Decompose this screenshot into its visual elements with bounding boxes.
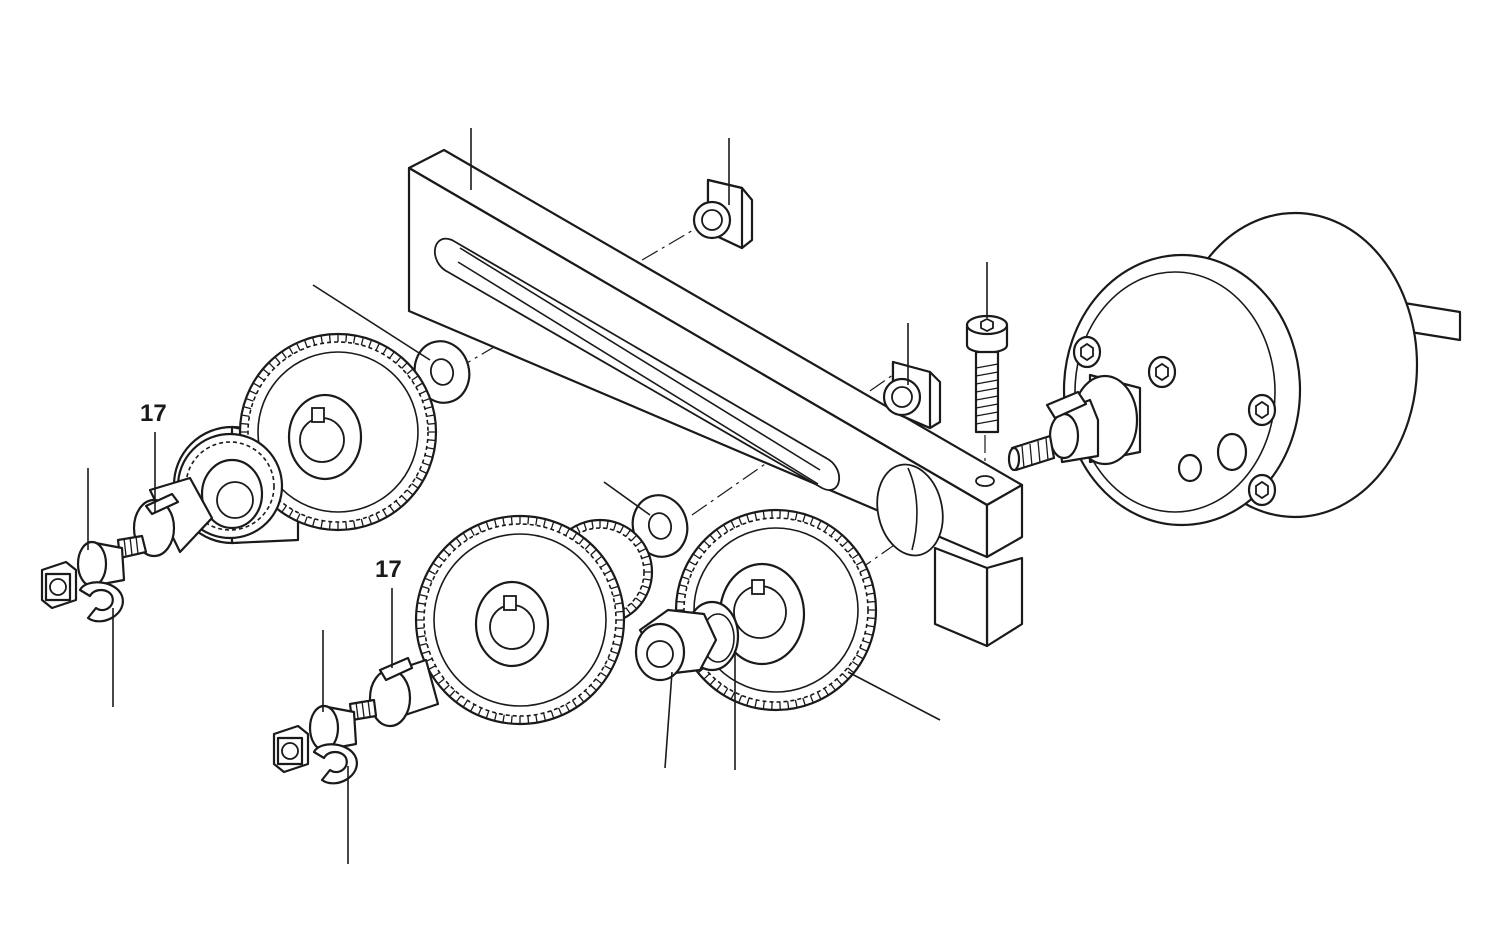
square-nut-middle	[882, 360, 942, 430]
large-gear-lower	[414, 514, 626, 726]
callout-17-upper: 17	[140, 400, 167, 427]
square-nut-upper	[692, 178, 754, 250]
socket-cap-screw	[965, 314, 1009, 434]
hex-nut	[634, 608, 718, 682]
motor-hub	[1007, 211, 1462, 527]
stud-assembly-upper	[40, 476, 214, 623]
washer-lower	[631, 494, 689, 558]
washer-upper	[413, 340, 471, 404]
leader-lines	[87, 128, 988, 864]
stud-assembly-lower	[272, 656, 440, 785]
gear-teeth-large-lower	[416, 516, 624, 724]
hub-bolt-heads	[1072, 335, 1277, 507]
large-gear-upper	[238, 332, 438, 532]
callout-17-lower: 17	[375, 556, 402, 583]
slotted-bracket	[407, 148, 1024, 648]
